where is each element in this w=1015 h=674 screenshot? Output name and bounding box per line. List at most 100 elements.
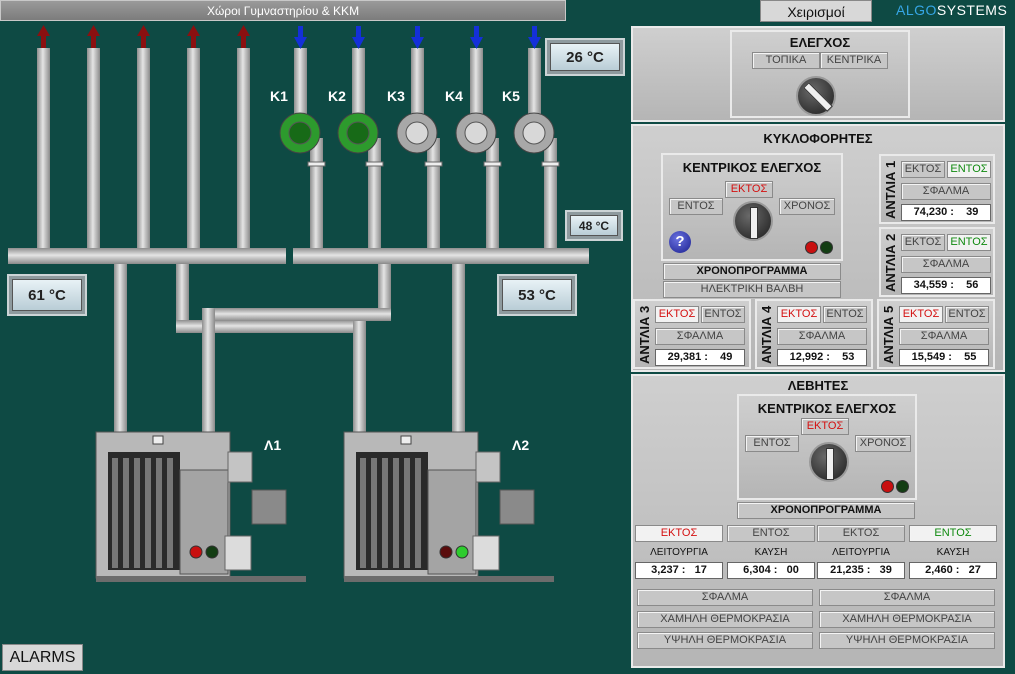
boilers-on-button[interactable]: ΕΝΤΟΣ bbox=[745, 435, 799, 452]
pump-card-name: ΑΝΤΛΙΑ 4 bbox=[759, 305, 774, 365]
pipe-diagram bbox=[0, 0, 630, 674]
local-mode-button[interactable]: ΤΟΠΙΚΑ bbox=[752, 52, 820, 69]
boilers-central-box: ΚΕΝΤΡΙΚΟΣ ΕΛΕΓΧΟΣ ΕΚΤΟΣ ΕΝΤΟΣ ΧΡΟΝΟΣ bbox=[737, 394, 917, 500]
circulator-pumps bbox=[280, 113, 559, 168]
pump-on-button[interactable]: ΕΝΤΟΣ bbox=[945, 306, 989, 323]
boiler-on-button[interactable]: ΕΝΤΟΣ bbox=[727, 525, 815, 542]
supply-arrows bbox=[294, 26, 541, 49]
pump-fault-indicator: ΣΦΑΛΜΑ bbox=[655, 328, 745, 345]
circulators-run-led bbox=[820, 241, 833, 254]
alarms-button[interactable]: ALARMS bbox=[2, 644, 83, 671]
control-mode-box: ΕΛΕΓΧΟΣ ΤΟΠΙΚΑ ΚΕΝΤΡΙΚΑ bbox=[730, 30, 910, 118]
circulators-central-title: ΚΕΝΤΡΙΚΟΣ ΕΛΕΓΧΟΣ bbox=[663, 160, 841, 175]
pump-fault-indicator: ΣΦΑΛΜΑ bbox=[777, 328, 867, 345]
pump-off-button[interactable]: ΕΚΤΟΣ bbox=[777, 306, 821, 323]
boiler-off-button[interactable]: ΕΚΤΟΣ bbox=[635, 525, 723, 542]
boiler-feed-pipes bbox=[114, 264, 465, 434]
boiler-operation-label: ΛΕΙΤΟΥΡΓΙΑ bbox=[817, 547, 905, 558]
boiler-fault-indicator: ΣΦΑΛΜΑ bbox=[637, 589, 813, 606]
central-mode-button[interactable]: ΚΕΝΤΡΙΚΑ bbox=[820, 52, 888, 69]
pump-card-name: ΑΝΤΛΙΑ 2 bbox=[883, 233, 898, 293]
boiler-burn-label: ΚΑΥΣΗ bbox=[727, 547, 815, 558]
boiler-high-temp-indicator: ΥΨΗΛΗ ΘΕΡΜΟΚΡΑΣΙΑ bbox=[819, 632, 995, 649]
pump-card-name: ΑΝΤΛΙΑ 5 bbox=[881, 305, 896, 365]
circulators-central-box: ΚΕΝΤΡΙΚΟΣ ΕΛΕΓΧΟΣ ΕΚΤΟΣ ΕΝΤΟΣ ΧΡΟΝΟΣ ? bbox=[661, 153, 843, 261]
circulators-selector-knob[interactable] bbox=[733, 201, 773, 241]
boilers-selector-knob[interactable] bbox=[809, 442, 849, 482]
pump-fault-indicator: ΣΦΑΛΜΑ bbox=[899, 328, 989, 345]
outside-temp-display: 26 °C bbox=[545, 38, 625, 76]
pump-on-button[interactable]: ΕΝΤΟΣ bbox=[947, 161, 991, 178]
supply-left-temp-display: 61 °C bbox=[7, 274, 87, 316]
circulators-panel: ΚΥΚΛΟΦΟΡΗΤΕΣ ΚΕΝΤΡΙΚΟΣ ΕΛΕΓΧΟΣ ΕΚΤΟΣ ΕΝΤ… bbox=[631, 124, 1005, 372]
pump-label-k5: Κ5 bbox=[502, 88, 520, 104]
pump-k3[interactable] bbox=[397, 113, 442, 168]
supply-right-temp-display: 53 °C bbox=[497, 274, 577, 316]
boiler-high-temp-indicator: ΥΨΗΛΗ ΘΕΡΜΟΚΡΑΣΙΑ bbox=[637, 632, 813, 649]
boiler-label-2: Λ2 bbox=[512, 437, 529, 453]
boilers-central-title: ΚΕΝΤΡΙΚΟΣ ΕΛΕΓΧΟΣ bbox=[739, 401, 915, 416]
return-arrows bbox=[37, 25, 250, 48]
boilers-fault-led bbox=[881, 480, 894, 493]
pump-runtime-readout: 34,559 : 56 bbox=[901, 277, 991, 294]
pump-card-5: ΑΝΤΛΙΑ 5 ΕΚΤΟΣ ΕΝΤΟΣ ΣΦΑΛΜΑ 15,549 : 55 bbox=[877, 299, 995, 369]
pump-label-k2: Κ2 bbox=[328, 88, 346, 104]
brand-logo: ALGOSYSTEMS bbox=[896, 2, 1007, 18]
pump-card-4: ΑΝΤΛΙΑ 4 ΕΚΤΟΣ ΕΝΤΟΣ ΣΦΑΛΜΑ 12,992 : 53 bbox=[755, 299, 873, 369]
circulators-schedule-button[interactable]: ΧΡΟΝΟΣ bbox=[779, 198, 835, 215]
boiler-burn-readout: 6,304 : 00 bbox=[727, 562, 815, 579]
circulators-on-button[interactable]: ΕΝΤΟΣ bbox=[669, 198, 723, 215]
controls-tab-button[interactable]: Χειρισμοί bbox=[760, 0, 872, 22]
pump-off-button[interactable]: ΕΚΤΟΣ bbox=[899, 306, 943, 323]
pump-off-button[interactable]: ΕΚΤΟΣ bbox=[655, 306, 699, 323]
pump-runtime-readout: 12,992 : 53 bbox=[777, 349, 867, 366]
boiler-low-temp-indicator: ΧΑΜΗΛΗ ΘΕΡΜΟΚΡΑΣΙΑ bbox=[637, 611, 813, 628]
right-header-pipe bbox=[293, 248, 589, 264]
help-icon[interactable]: ? bbox=[669, 231, 691, 253]
pump-off-button[interactable]: ΕΚΤΟΣ bbox=[901, 161, 945, 178]
boiler-on-button[interactable]: ΕΝΤΟΣ bbox=[909, 525, 997, 542]
pump-card-name: ΑΝΤΛΙΑ 1 bbox=[883, 160, 898, 220]
pump-on-button[interactable]: ΕΝΤΟΣ bbox=[947, 234, 991, 251]
boiler-off-button[interactable]: ΕΚΤΟΣ bbox=[817, 525, 905, 542]
boiler-operation-readout: 3,237 : 17 bbox=[635, 562, 723, 579]
boilers-title: ΛΕΒΗΤΕΣ bbox=[633, 378, 1003, 393]
pump-runtime-readout: 74,230 : 39 bbox=[901, 204, 991, 221]
pump-off-button[interactable]: ΕΚΤΟΣ bbox=[901, 234, 945, 251]
circulators-fault-led bbox=[805, 241, 818, 254]
pump-k5[interactable] bbox=[514, 113, 559, 168]
boiler-fault-indicator: ΣΦΑΛΜΑ bbox=[819, 589, 995, 606]
circulators-timeprog-button[interactable]: ΧΡΟΝΟΠΡΟΓΡΑΜΜΑ bbox=[663, 263, 841, 280]
pump-label-k3: Κ3 bbox=[387, 88, 405, 104]
circulators-off-button[interactable]: ΕΚΤΟΣ bbox=[725, 181, 773, 198]
mode-selector-knob[interactable] bbox=[796, 76, 836, 116]
boiler-2-graphic bbox=[344, 432, 554, 582]
boiler-burn-label: ΚΑΥΣΗ bbox=[909, 547, 997, 558]
boiler-low-temp-indicator: ΧΑΜΗΛΗ ΘΕΡΜΟΚΡΑΣΙΑ bbox=[819, 611, 995, 628]
boilers-schedule-button[interactable]: ΧΡΟΝΟΣ bbox=[855, 435, 911, 452]
left-risers bbox=[37, 48, 250, 248]
circulators-title: ΚΥΚΛΟΦΟΡΗΤΕΣ bbox=[633, 131, 1003, 146]
pump-card-2: ΑΝΤΛΙΑ 2 ΕΚΤΟΣ ΕΝΤΟΣ ΣΦΑΛΜΑ 34,559 : 56 bbox=[879, 227, 995, 297]
boilers-off-button[interactable]: ΕΚΤΟΣ bbox=[801, 418, 849, 435]
left-header-pipe bbox=[8, 248, 286, 264]
boiler-label-1: Λ1 bbox=[264, 437, 281, 453]
pump-card-3: ΑΝΤΛΙΑ 3 ΕΚΤΟΣ ΕΝΤΟΣ ΣΦΑΛΜΑ 29,381 : 49 bbox=[633, 299, 751, 369]
pump-card-1: ΑΝΤΛΙΑ 1 ΕΚΤΟΣ ΕΝΤΟΣ ΣΦΑΛΜΑ 74,230 : 39 bbox=[879, 154, 995, 224]
pump-k2[interactable] bbox=[338, 113, 383, 168]
control-mode-panel: ΕΛΕΓΧΟΣ ΤΟΠΙΚΑ ΚΕΝΤΡΙΚΑ bbox=[631, 26, 1005, 122]
pump-on-button[interactable]: ΕΝΤΟΣ bbox=[701, 306, 745, 323]
boiler-operation-label: ΛΕΙΤΟΥΡΓΙΑ bbox=[635, 547, 723, 558]
pump-fault-indicator: ΣΦΑΛΜΑ bbox=[901, 256, 991, 273]
pump-on-button[interactable]: ΕΝΤΟΣ bbox=[823, 306, 867, 323]
pump-label-k1: Κ1 bbox=[270, 88, 288, 104]
pump-label-k4: Κ4 bbox=[445, 88, 463, 104]
pump-k1[interactable] bbox=[280, 113, 325, 168]
electric-valve-button[interactable]: ΗΛΕΚΤΡΙΚΗ ΒΑΛΒΗ bbox=[663, 281, 841, 298]
pump-runtime-readout: 29,381 : 49 bbox=[655, 349, 745, 366]
boiler-burn-readout: 2,460 : 27 bbox=[909, 562, 997, 579]
pump-k4[interactable] bbox=[456, 113, 501, 168]
boilers-timeprog-button[interactable]: ΧΡΟΝΟΠΡΟΓΡΑΜΜΑ bbox=[737, 502, 915, 519]
return-temp-display: 48 °C bbox=[565, 210, 623, 241]
control-title: ΕΛΕΓΧΟΣ bbox=[732, 35, 908, 50]
